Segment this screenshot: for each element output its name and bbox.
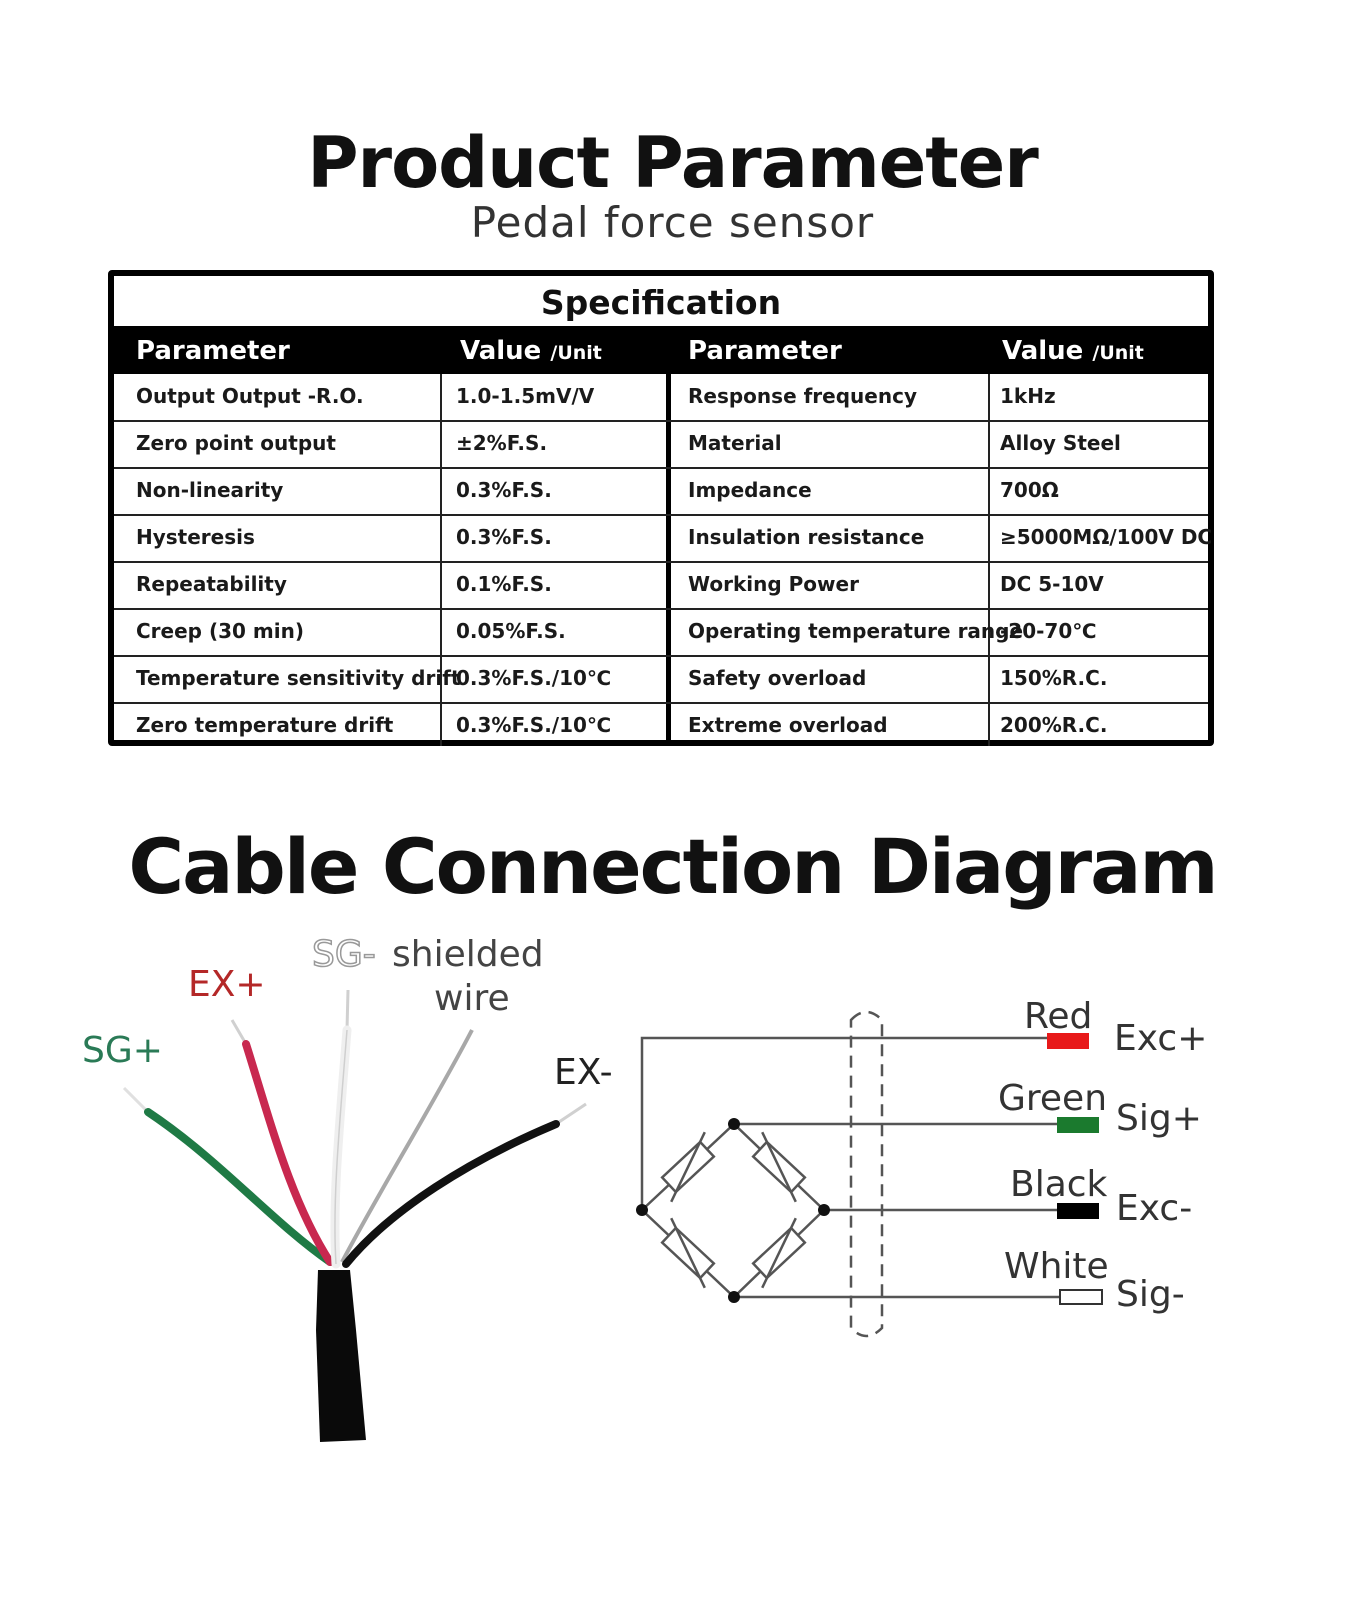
right-param-cell: Extreme overload: [688, 713, 888, 737]
table-row-divider: [114, 702, 1208, 704]
left-value-cell: 0.3%F.S.: [456, 525, 552, 549]
green-wire: [144, 1108, 334, 1266]
left-param-cell: Hysteresis: [136, 525, 255, 549]
wire-swatches: [1047, 1033, 1103, 1305]
specification-table: Specification Parameter Value /Unit Para…: [108, 270, 1214, 746]
right-param-cell: Response frequency: [688, 384, 917, 408]
sig-minus-label: Sig-: [1116, 1274, 1185, 1315]
table-row-divider: [114, 467, 1208, 469]
left-value-cell: 0.3%F.S.: [456, 478, 552, 502]
left-param-cell: Zero point output: [136, 431, 336, 455]
table-row-divider: [114, 561, 1208, 563]
green-label: Green: [998, 1078, 1108, 1119]
left-value-cell: 0.3%F.S./10℃: [456, 713, 612, 737]
header-parameter-right: Parameter: [688, 336, 842, 366]
right-value-cell: ≥5000MΩ/100V DC: [1000, 525, 1213, 549]
red-wire: [242, 1040, 334, 1266]
exc-minus-label: Exc-: [1116, 1188, 1193, 1229]
sig-plus-label: Sig+: [1116, 1098, 1202, 1139]
left-param-cell: Output Output -R.O.: [136, 384, 364, 408]
table-row-divider: [114, 514, 1208, 516]
exc-plus-label: Exc+: [1114, 1018, 1208, 1059]
left-value-cell: ±2%F.S.: [456, 431, 548, 455]
table-center-divider: [666, 326, 671, 746]
page-subtitle: Pedal force sensor: [470, 198, 875, 247]
specification-header-row: Parameter Value /Unit Parameter Value /U…: [114, 326, 1208, 374]
cable-diagram-title: Cable Connection Diagram: [128, 822, 1218, 911]
right-value-cell: 700Ω: [1000, 478, 1059, 502]
shielded-label: shielded: [392, 934, 544, 975]
right-value-cell: 1kHz: [1000, 384, 1056, 408]
right-value-cell: 200%R.C.: [1000, 713, 1108, 737]
left-value-cell: 0.05%F.S.: [456, 619, 566, 643]
left-value-cell: 0.1%F.S.: [456, 572, 552, 596]
specification-caption: Specification: [540, 283, 782, 322]
table-column-divider: [440, 374, 442, 746]
shield-wire: [340, 1029, 474, 1263]
header-value-right: Value /Unit: [1002, 336, 1144, 366]
right-param-cell: Material: [688, 431, 782, 455]
table-column-divider: [988, 374, 990, 746]
red-swatch: [1047, 1033, 1089, 1049]
white-swatch: [1059, 1289, 1103, 1305]
green-swatch: [1057, 1117, 1099, 1133]
sg-plus-label: SG+: [82, 1030, 163, 1071]
header-value-left: Value /Unit: [460, 336, 602, 366]
right-param-cell: Safety overload: [688, 666, 867, 690]
left-param-cell: Non-linearity: [136, 478, 284, 502]
white-label: White: [1004, 1246, 1109, 1287]
cable-jacket: [316, 1270, 366, 1442]
black-swatch: [1057, 1203, 1099, 1219]
right-param-cell: Operating temperature range: [688, 619, 1024, 643]
right-param-cell: Impedance: [688, 478, 812, 502]
sg-minus-label: SG-: [311, 933, 376, 976]
red-label: Red: [1024, 996, 1093, 1037]
table-row-divider: [114, 608, 1208, 610]
black-label: Black: [1010, 1164, 1108, 1205]
left-param-cell: Zero temperature drift: [136, 713, 394, 737]
left-param-cell: Temperature sensitivity drift: [136, 666, 461, 690]
page-title: Product Parameter: [307, 122, 1038, 204]
right-value-cell: DC 5-10V: [1000, 572, 1104, 596]
ex-plus-label: EX+: [188, 964, 266, 1005]
right-param-cell: Insulation resistance: [688, 525, 925, 549]
left-param-cell: Creep (30 min): [136, 619, 304, 643]
ex-minus-label: EX-: [554, 1052, 613, 1093]
black-wire: [342, 1120, 560, 1268]
left-value-cell: 0.3%F.S./10℃: [456, 666, 612, 690]
right-value-cell: Alloy Steel: [1000, 431, 1121, 455]
left-param-cell: Repeatability: [136, 572, 287, 596]
wire-label: wire: [434, 978, 510, 1019]
right-value-cell: 150%R.C.: [1000, 666, 1108, 690]
right-value-cell: -20-70℃: [1000, 619, 1097, 643]
left-value-cell: 1.0-1.5mV/V: [456, 384, 595, 408]
table-row-divider: [114, 420, 1208, 422]
header-parameter-left: Parameter: [136, 336, 290, 366]
right-param-cell: Working Power: [688, 572, 859, 596]
table-row-divider: [114, 655, 1208, 657]
